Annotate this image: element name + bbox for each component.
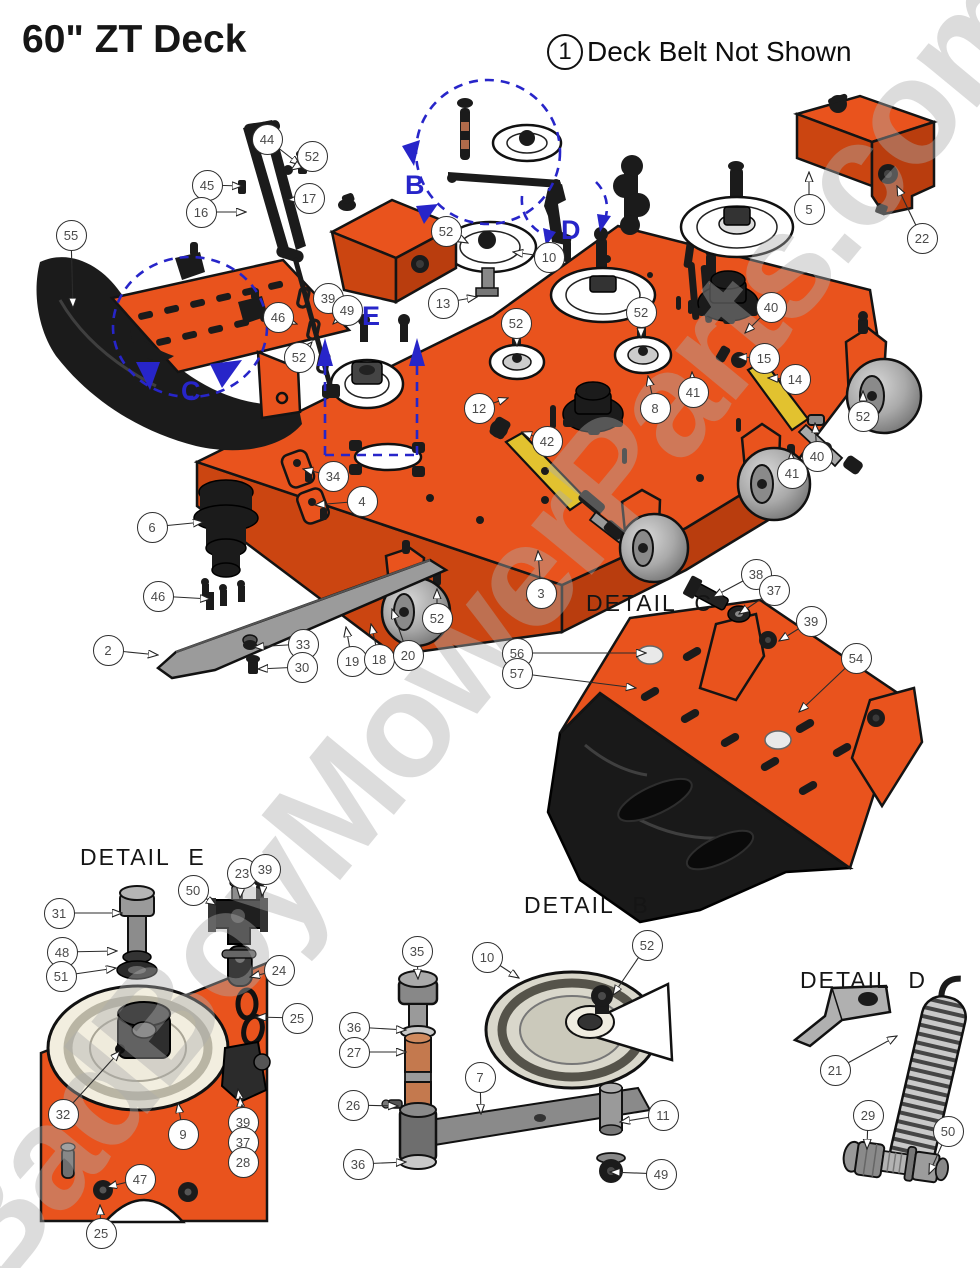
callout-balloon-35: 35 <box>401 935 433 967</box>
callout-balloon-44: 44 <box>251 123 283 155</box>
callout-balloon-52: 52 <box>421 602 453 634</box>
callout-balloon-37: 37 <box>758 574 790 606</box>
detail-label-c: DETAIL C <box>586 590 713 616</box>
callout-balloon-39: 39 <box>795 605 827 637</box>
detail-d-assembly <box>792 975 967 1184</box>
callout-balloon-5: 5 <box>793 193 825 225</box>
callout-balloon-54: 54 <box>840 642 872 674</box>
view-letter-e: E <box>362 301 381 331</box>
callout-balloon-36: 36 <box>342 1148 374 1180</box>
callout-balloon-39: 39 <box>249 853 281 885</box>
callout-balloon-8: 8 <box>639 392 671 424</box>
callout-balloon-14: 14 <box>779 363 811 395</box>
callout-balloon-27: 27 <box>338 1036 370 1068</box>
callout-balloon-40: 40 <box>755 291 787 323</box>
pulley-top-spindle <box>679 161 795 259</box>
callout-balloon-46: 46 <box>142 580 174 612</box>
callout-balloon-18: 18 <box>363 643 395 675</box>
callout-balloon-9: 9 <box>167 1118 199 1150</box>
callout-balloon-25: 25 <box>85 1217 117 1249</box>
callout-balloon-26: 26 <box>337 1089 369 1121</box>
callout-balloon-49: 49 <box>331 294 363 326</box>
callout-balloon-6: 6 <box>136 511 168 543</box>
callout-balloon-34: 34 <box>317 460 349 492</box>
callout-balloon-4: 4 <box>346 485 378 517</box>
callout-balloon-46: 46 <box>262 301 294 333</box>
callout-balloon-52: 52 <box>296 140 328 172</box>
note-number-circle: 1 <box>547 34 583 70</box>
callout-balloon-12: 12 <box>463 392 495 424</box>
callout-balloon-19: 19 <box>336 645 368 677</box>
view-letter-c: C <box>181 376 201 406</box>
callout-balloon-21: 21 <box>819 1054 851 1086</box>
callout-balloon-55: 55 <box>55 219 87 251</box>
view-letter-b: B <box>405 170 425 200</box>
callout-balloon-3: 3 <box>525 577 557 609</box>
callout-balloon-13: 13 <box>427 287 459 319</box>
callout-balloon-52: 52 <box>500 307 532 339</box>
callout-balloon-10: 10 <box>533 241 565 273</box>
callout-balloon-31: 31 <box>43 897 75 929</box>
deck-belt-note: 1 Deck Belt Not Shown <box>547 34 852 70</box>
callout-balloon-41: 41 <box>776 457 808 489</box>
callout-balloon-2: 2 <box>92 634 124 666</box>
hanger-brackets <box>280 449 330 525</box>
deck-pulleys <box>329 98 795 410</box>
callout-balloon-41: 41 <box>677 376 709 408</box>
note-text: Deck Belt Not Shown <box>587 36 852 67</box>
callout-balloon-52: 52 <box>625 296 657 328</box>
spindle-assembly <box>193 479 259 610</box>
callout-balloon-51: 51 <box>45 960 77 992</box>
callout-balloon-17: 17 <box>293 182 325 214</box>
callout-balloon-49: 49 <box>645 1158 677 1190</box>
pulley-detail-b-location <box>447 98 563 189</box>
callout-balloon-50: 50 <box>177 874 209 906</box>
view-annotations <box>111 78 611 457</box>
callout-balloon-52: 52 <box>283 341 315 373</box>
detail-label-b: DETAIL B <box>524 892 650 918</box>
detail-label-e: DETAIL E <box>80 844 206 870</box>
pulley-detail-e-location <box>329 314 410 410</box>
callout-balloon-57: 57 <box>501 657 533 689</box>
callout-balloon-42: 42 <box>531 425 563 457</box>
callout-balloon-52: 52 <box>430 215 462 247</box>
mower-blade <box>155 558 449 680</box>
callout-balloon-52: 52 <box>847 400 879 432</box>
pulley-idler-small-right <box>613 312 673 375</box>
callout-balloon-50: 50 <box>932 1115 964 1147</box>
callout-balloon-52: 52 <box>631 929 663 961</box>
callout-balloon-25: 25 <box>281 1002 313 1034</box>
callout-balloon-29: 29 <box>852 1099 884 1131</box>
callout-balloon-28: 28 <box>227 1146 259 1178</box>
callout-balloon-11: 11 <box>647 1099 679 1131</box>
callout-balloon-20: 20 <box>392 639 424 671</box>
callout-balloon-16: 16 <box>185 196 217 228</box>
page-title: 60" ZT Deck <box>22 18 247 61</box>
callout-balloon-10: 10 <box>471 941 503 973</box>
spacer-stack-silhouette <box>613 155 650 235</box>
spindle-housings <box>562 245 759 435</box>
callout-balloon-45: 45 <box>191 169 223 201</box>
callout-balloon-7: 7 <box>464 1061 496 1093</box>
callout-balloon-22: 22 <box>906 222 938 254</box>
callout-balloon-32: 32 <box>47 1098 79 1130</box>
callout-balloon-30: 30 <box>286 651 318 683</box>
detail-b-assembly <box>381 970 674 1183</box>
hanger-strap-assembly <box>238 120 340 398</box>
detail-label-d: DETAIL D <box>800 967 927 993</box>
callout-balloon-24: 24 <box>263 954 295 986</box>
callout-balloon-15: 15 <box>748 342 780 374</box>
callout-balloon-47: 47 <box>124 1163 156 1195</box>
view-letter-d: D <box>561 215 581 245</box>
